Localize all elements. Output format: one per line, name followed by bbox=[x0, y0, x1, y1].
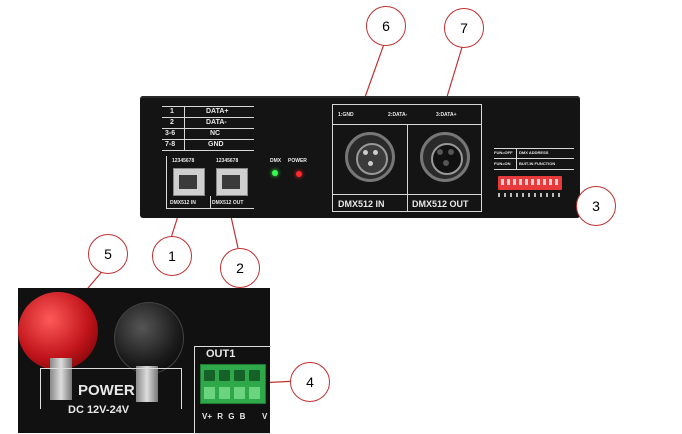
callout-7: 7 bbox=[444, 8, 484, 48]
xlr-in-label: DMX512 IN bbox=[338, 199, 385, 209]
pin-table-pin-1: 1 bbox=[170, 108, 174, 115]
pin-table-signal-2: DATA- bbox=[206, 119, 227, 126]
rj45-in-port[interactable] bbox=[173, 168, 205, 196]
callout-6: 6 bbox=[366, 6, 406, 46]
leader-6 bbox=[363, 43, 385, 101]
power-label: POWER bbox=[78, 382, 135, 399]
dip-legend-row2-value: BUIT-IN FUNCTION bbox=[519, 161, 556, 166]
rj45-out-label: DMX512 OUT bbox=[212, 200, 244, 206]
voltage-label: DC 12V-24V bbox=[68, 404, 130, 416]
dip-switch[interactable] bbox=[498, 176, 562, 190]
pin-table-signal-1: DATA+ bbox=[206, 108, 229, 115]
rj45-out-pin-numbers: 12345678 bbox=[216, 158, 239, 164]
terminal-label-cut: V bbox=[262, 412, 268, 421]
knob-shaft-right bbox=[136, 366, 158, 402]
dip-legend: FUN=OFF DMX ADDRESS FUN=ON BUIT-IN FUNCT… bbox=[494, 148, 574, 170]
xlr-pin3-label: 3:DATA+ bbox=[436, 112, 457, 118]
dip-legend-row1-key: FUN=OFF bbox=[494, 150, 513, 155]
decoder-front-panel: 1 DATA+ 2 DATA- 3-6 NC 7-8 GND 12345678 … bbox=[140, 96, 580, 218]
terminal-block[interactable] bbox=[200, 364, 266, 404]
callout-5: 5 bbox=[88, 234, 128, 274]
xlr-pin1-label: 1:GND bbox=[338, 112, 354, 118]
rj45-in-pin-numbers: 12345678 bbox=[172, 158, 195, 164]
out1-label: OUT1 bbox=[206, 348, 236, 360]
pin-table-signal-4: GND bbox=[208, 141, 224, 148]
pin-table-signal-3: NC bbox=[210, 130, 221, 137]
dip-legend-row1-value: DMX ADDRESS bbox=[519, 150, 549, 155]
red-knob[interactable] bbox=[18, 292, 98, 370]
dip-switch-numbers bbox=[498, 193, 562, 197]
power-led bbox=[296, 171, 302, 177]
pin-table: 1 DATA+ 2 DATA- 3-6 NC 7-8 GND bbox=[162, 106, 254, 152]
led-power-label: POWER bbox=[288, 158, 307, 164]
xlr-out-connector[interactable] bbox=[420, 132, 470, 182]
dmx-led bbox=[272, 170, 278, 176]
xlr-out-label: DMX512 OUT bbox=[412, 199, 469, 209]
power-label-frame bbox=[40, 368, 182, 409]
xlr-block: 1:GND 2:DATA- 3:DATA+ DMX512 IN DMX512 O… bbox=[332, 104, 482, 212]
terminal-labels: V+ R G B bbox=[202, 412, 246, 421]
power-output-panel: POWER DC 12V-24V OUT1 V+ R G B V bbox=[18, 288, 271, 434]
rj45-out-port[interactable] bbox=[216, 168, 248, 196]
led-dmx-label: DMX bbox=[270, 158, 282, 164]
callout-4: 4 bbox=[290, 362, 330, 402]
black-knob[interactable] bbox=[114, 302, 184, 374]
callout-2: 2 bbox=[220, 248, 260, 288]
callout-1: 1 bbox=[152, 236, 192, 276]
xlr-pin2-label: 2:DATA- bbox=[388, 112, 408, 118]
pin-table-pin-2: 2 bbox=[170, 119, 174, 126]
dip-legend-row2-key: FUN=ON bbox=[494, 161, 511, 166]
xlr-in-connector[interactable] bbox=[345, 132, 395, 182]
callout-3: 3 bbox=[576, 186, 616, 226]
pin-table-pin-4: 7-8 bbox=[165, 141, 176, 148]
rj45-in-label: DMX512 IN bbox=[170, 200, 196, 206]
pin-table-pin-3: 3-6 bbox=[165, 130, 176, 137]
